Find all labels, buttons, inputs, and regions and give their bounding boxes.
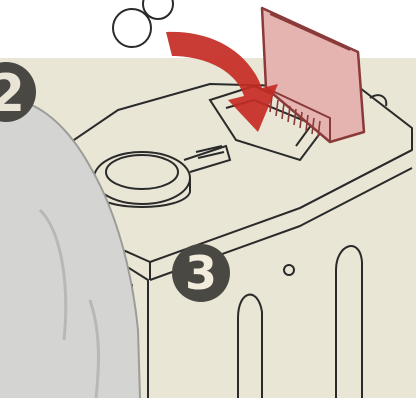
water-drops-icon xyxy=(113,0,173,47)
step-3-label: 3 xyxy=(172,244,230,302)
step-2-label: 2 xyxy=(0,64,32,124)
